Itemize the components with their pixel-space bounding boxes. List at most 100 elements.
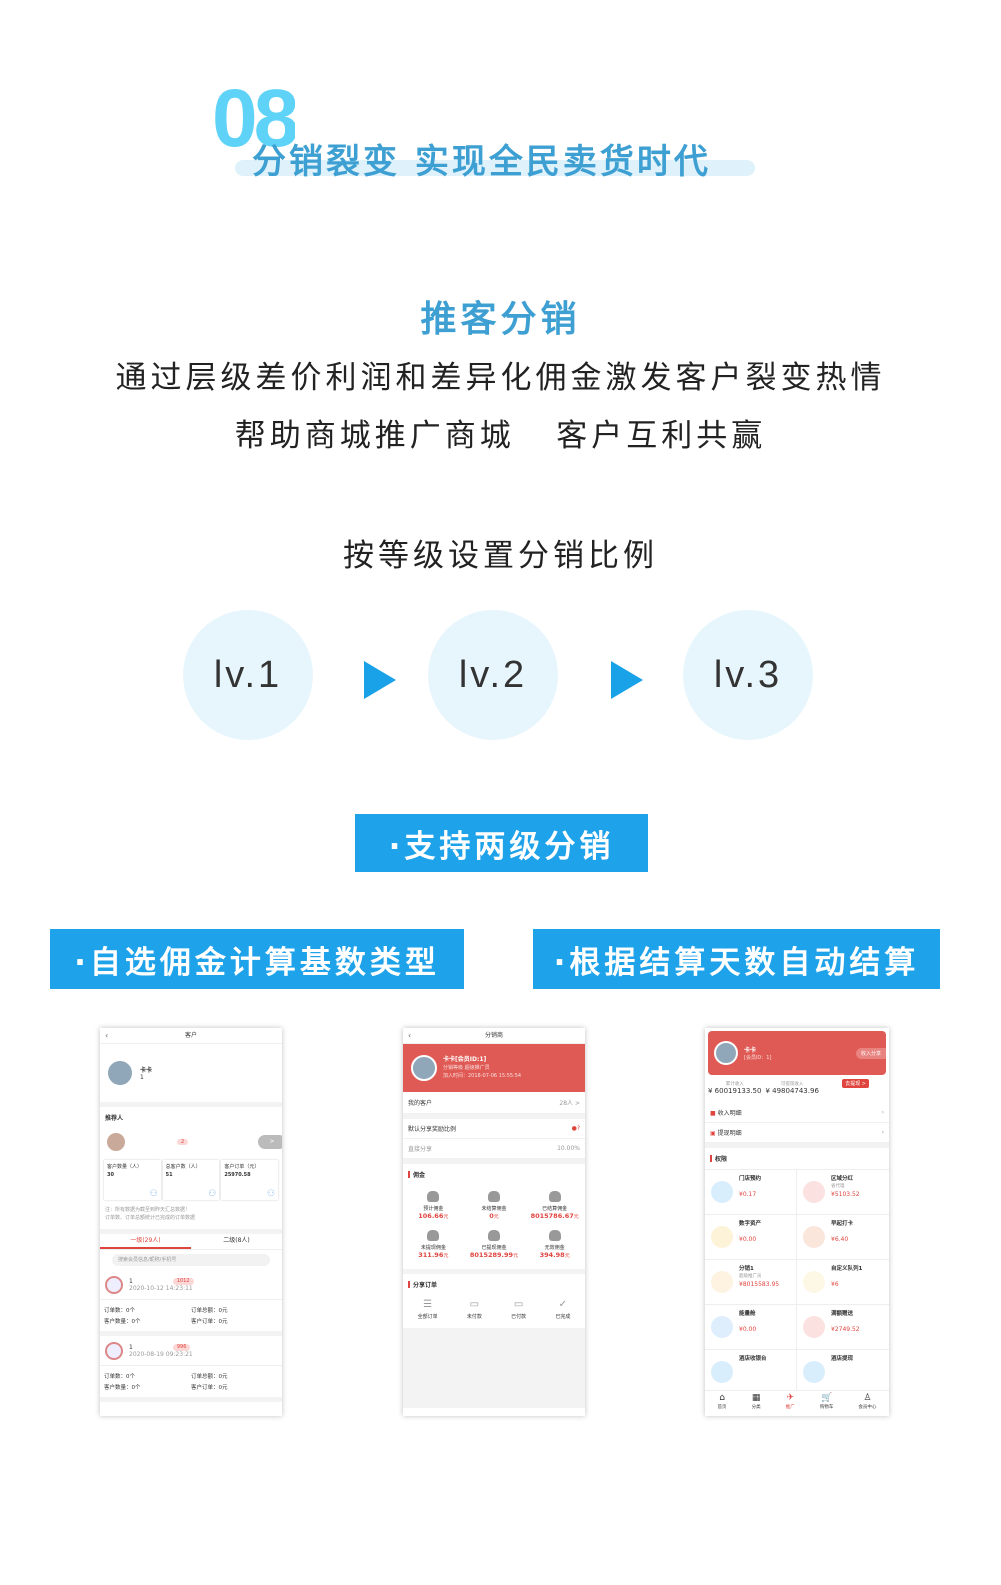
nav-home[interactable]: ⌂首页 xyxy=(718,1393,727,1416)
income-detail-row[interactable]: ■ 收入明细› xyxy=(705,1103,889,1123)
income-share-button[interactable]: 收入分享 xyxy=(855,1047,886,1059)
section-number: 08 xyxy=(212,78,296,158)
member-time: 2020-10-12 14:23:11 xyxy=(129,1284,193,1292)
permission-text: 满额赠送¥2749.52 xyxy=(831,1305,860,1334)
section-title: 推客分销 xyxy=(420,299,581,340)
commission-label: 未提现佣金 xyxy=(420,1245,446,1251)
permission-sub xyxy=(739,1228,761,1236)
tab-level-2[interactable]: 二级(8人) xyxy=(223,1237,250,1244)
commission-unit: 元 xyxy=(443,1253,449,1259)
wallet-icon: ▭ xyxy=(513,1299,524,1310)
commission-value: 8015786.67元 xyxy=(524,1212,585,1220)
help-icon[interactable]: ●? xyxy=(571,1125,580,1132)
arrow-right-icon xyxy=(611,661,643,699)
list-icon: ☰ xyxy=(423,1299,433,1310)
commission-amount: 8015786.67 xyxy=(530,1212,574,1220)
commission-label: 预计佣金 xyxy=(423,1206,444,1212)
section-desc-1: 通过层级差价利润和差异化佣金激发客户裂变热情 xyxy=(115,360,886,396)
permission-sub xyxy=(739,1363,767,1371)
permission-sub: 省代理 xyxy=(831,1184,845,1189)
money-bag-icon: ■ xyxy=(710,1110,716,1117)
permission-item[interactable]: 早起打卡¥6.40 xyxy=(797,1215,889,1260)
nav-cart[interactable]: 🛒购物车 xyxy=(820,1393,834,1416)
join-time: 加入时间：2018-07-06 15:55:54 xyxy=(443,1073,522,1079)
commission-label: 已提现佣金 xyxy=(481,1245,507,1251)
permission-item[interactable]: 数字资产¥0.00 xyxy=(705,1215,797,1260)
permission-item[interactable]: 自定义队列1¥6 xyxy=(797,1260,889,1305)
commission-label: 已结算佣金 xyxy=(542,1206,568,1212)
permission-item[interactable]: 能量舱 ¥0.00 xyxy=(705,1305,797,1350)
member-stat: 客户数量：0个 xyxy=(104,1319,141,1325)
permission-sub: 超级推广员 xyxy=(739,1274,762,1279)
permission-name: 分销1 xyxy=(739,1266,754,1272)
permission-value: ¥0.00 xyxy=(739,1326,757,1333)
order-tab-1[interactable]: ▭未付款 xyxy=(467,1299,482,1320)
avatar xyxy=(106,1059,134,1087)
member-badge: 996 xyxy=(172,1343,191,1351)
money-bag-icon xyxy=(427,1191,440,1202)
referrer-more-button[interactable]: > xyxy=(258,1135,282,1149)
row-label: 直接分享 xyxy=(408,1146,433,1153)
order-tab-0[interactable]: ☰ 全部订单 xyxy=(418,1299,438,1320)
referrer-avatar xyxy=(105,1131,127,1153)
stat-label: 可提现收入 xyxy=(780,1082,804,1087)
commission-amount: 106.66 xyxy=(418,1212,444,1220)
permission-sub xyxy=(831,1318,860,1326)
user-name: 卡卡 xyxy=(744,1047,757,1054)
back-icon[interactable]: ‹ xyxy=(408,1031,412,1040)
member-search-input[interactable]: 搜索会员信息/昵称/手机号 xyxy=(112,1254,270,1266)
permission-item[interactable]: 满额赠送¥2749.52 xyxy=(797,1305,889,1350)
withdraw-button[interactable]: 去提现 > xyxy=(842,1079,869,1088)
permission-sub xyxy=(831,1228,853,1236)
note-line: 订单数、订单总额统计已完成的订单数据 xyxy=(105,1215,196,1221)
permission-sub xyxy=(739,1318,756,1326)
permission-item[interactable]: 门店预约¥0.17 xyxy=(705,1170,797,1215)
page-title: 分销裂变 实现全民卖货时代 xyxy=(252,142,711,182)
screen-title: 分销商 xyxy=(484,1032,503,1039)
order-tab-3[interactable]: ✓已完成 xyxy=(555,1299,570,1320)
commission-amount: 311.96 xyxy=(418,1251,444,1259)
nav-user[interactable]: ♙会员中心 xyxy=(858,1393,876,1416)
tab-level-1[interactable]: 一级(29人) xyxy=(100,1234,191,1249)
permission-item[interactable]: 酒店收银台 xyxy=(705,1350,797,1395)
distributor-level: 分销等级 超级推广员 xyxy=(443,1065,490,1071)
permission-icon xyxy=(711,1271,733,1293)
commission-unit: 元 xyxy=(573,1214,579,1220)
back-icon[interactable]: ‹ xyxy=(105,1031,109,1040)
commission-label: 无效佣金 xyxy=(544,1245,565,1251)
paper-plane-icon: ✈ xyxy=(786,1393,794,1403)
level-3: lv.3 xyxy=(683,610,813,740)
permission-value: ¥5103.52 xyxy=(831,1191,860,1198)
permission-name: 门店预约 xyxy=(739,1176,762,1182)
nav-label: 购物车 xyxy=(819,1405,834,1410)
order-tab-2[interactable]: ▭已付款 xyxy=(511,1299,526,1320)
arrow-right-icon xyxy=(364,661,396,699)
permission-item[interactable]: 区域分红省代理¥5103.52 xyxy=(797,1170,889,1215)
member-stat: 订单数：0个 xyxy=(104,1374,135,1380)
permission-text: 门店预约¥0.17 xyxy=(739,1170,761,1199)
permission-name: 能量舱 xyxy=(739,1311,756,1317)
permission-text: 酒店收银台 xyxy=(739,1350,767,1371)
permission-icon xyxy=(803,1226,825,1248)
nav-grid[interactable]: ▦分类 xyxy=(752,1393,761,1416)
member-stat: 订单数：0个 xyxy=(104,1308,135,1314)
member-stat: 订单总额：0元 xyxy=(191,1308,228,1314)
permission-text: 自定义队列1¥6 xyxy=(831,1260,862,1289)
check-circle-icon: ✓ xyxy=(558,1299,568,1310)
permission-item[interactable]: 酒店提现 xyxy=(797,1350,889,1395)
permission-name: 酒店提现 xyxy=(831,1356,854,1362)
nav-paper-plane[interactable]: ✈推广 xyxy=(786,1393,795,1416)
row-label: 默认分享奖励比例 xyxy=(408,1126,457,1133)
order-label: 全部订单 xyxy=(417,1314,438,1320)
withdraw-detail-row[interactable]: ▣ 提现明细› xyxy=(705,1123,889,1143)
member-time: 2020-08-19 09:23:21 xyxy=(129,1350,193,1358)
permission-icon xyxy=(803,1316,825,1338)
